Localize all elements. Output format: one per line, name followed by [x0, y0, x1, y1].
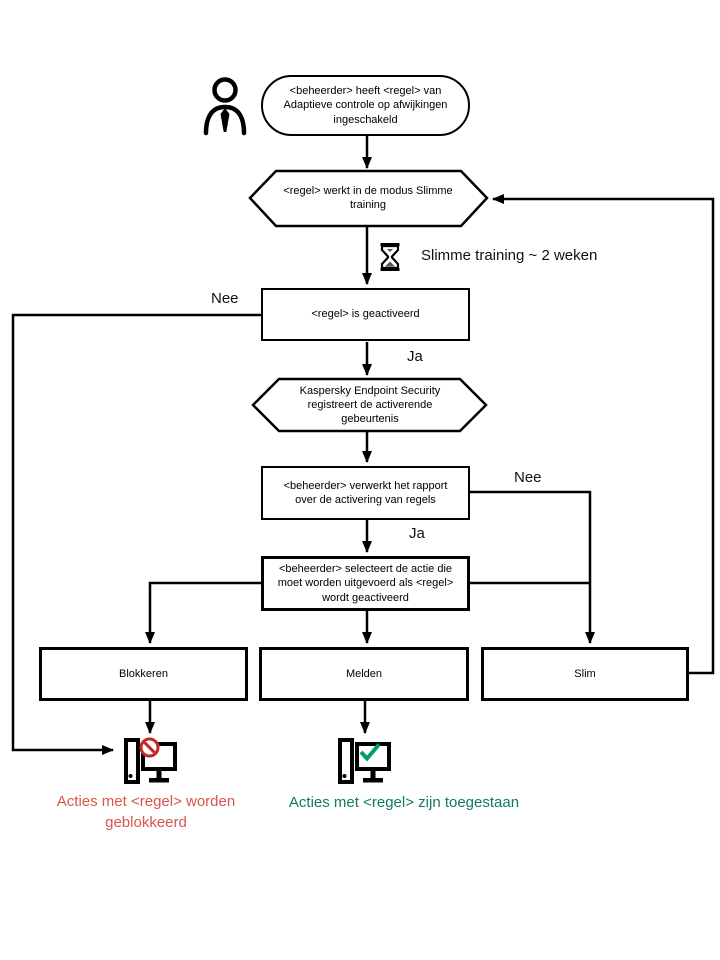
blocked-result-text: Acties met <regel> worden geblokkeerd: [56, 793, 236, 831]
hourglass-icon: [380, 243, 400, 271]
node-mode: <regel> werkt in de modus Slimme trainin…: [272, 176, 464, 220]
node-report-label: <beheerder> verwerkt het rapport over de…: [283, 479, 448, 506]
node-block-label: Blokkeren: [119, 667, 168, 680]
node-start: <beheerder> heeft <regel> van Adaptieve …: [261, 75, 470, 136]
node-select-action-label: <beheerder> selecteert de actie die moet…: [277, 563, 454, 604]
node-triggered: <regel> is geactiveerd: [261, 288, 470, 341]
edge-label-ja-bottom: Ja: [409, 525, 425, 542]
node-report: <beheerder> verwerkt het rapport over de…: [261, 466, 470, 520]
edge-select-to-block: [145, 581, 262, 644]
node-block: Blokkeren: [39, 647, 248, 701]
node-mode-label: <regel> werkt in de modus Slimme trainin…: [283, 184, 453, 211]
node-notify: Melden: [259, 647, 469, 701]
connector-lines: [11, 136, 715, 755]
node-registers: Kaspersky Endpoint Security registreert …: [276, 383, 464, 427]
edge-label-ja-top: Ja: [407, 348, 423, 365]
edge-triggered-nee-to-blocked-pc: [11, 313, 262, 755]
edge-report-nee-to-smart: [470, 490, 595, 644]
edge-smart-feedback-to-mode: [492, 194, 715, 675]
node-smart-label: Slim: [574, 667, 596, 680]
node-start-label: <beheerder> heeft <regel> van Adaptieve …: [283, 85, 448, 126]
node-select-action: <beheerder> selecteert de actie die moet…: [261, 556, 470, 611]
mode-hexagon-shape: [248, 169, 489, 228]
node-triggered-label: <regel> is geactiveerd: [311, 308, 420, 321]
blocked-computer-icon: [124, 737, 177, 784]
allowed-computer-icon: [338, 738, 391, 784]
allowed-result-text: Acties met <regel> zijn toegestaan: [288, 794, 520, 811]
node-registers-label: Kaspersky Endpoint Security registreert …: [299, 384, 441, 426]
administrator-person-icon: [203, 77, 247, 136]
edge-label-nee-right: Nee: [514, 469, 542, 486]
node-smart: Slim: [481, 647, 689, 701]
training-duration-note: Slimme training ~ 2 weken: [421, 247, 598, 264]
edge-label-nee-left: Nee: [211, 290, 239, 307]
node-notify-label: Melden: [345, 667, 383, 680]
registers-hexagon-shape: [251, 377, 488, 433]
